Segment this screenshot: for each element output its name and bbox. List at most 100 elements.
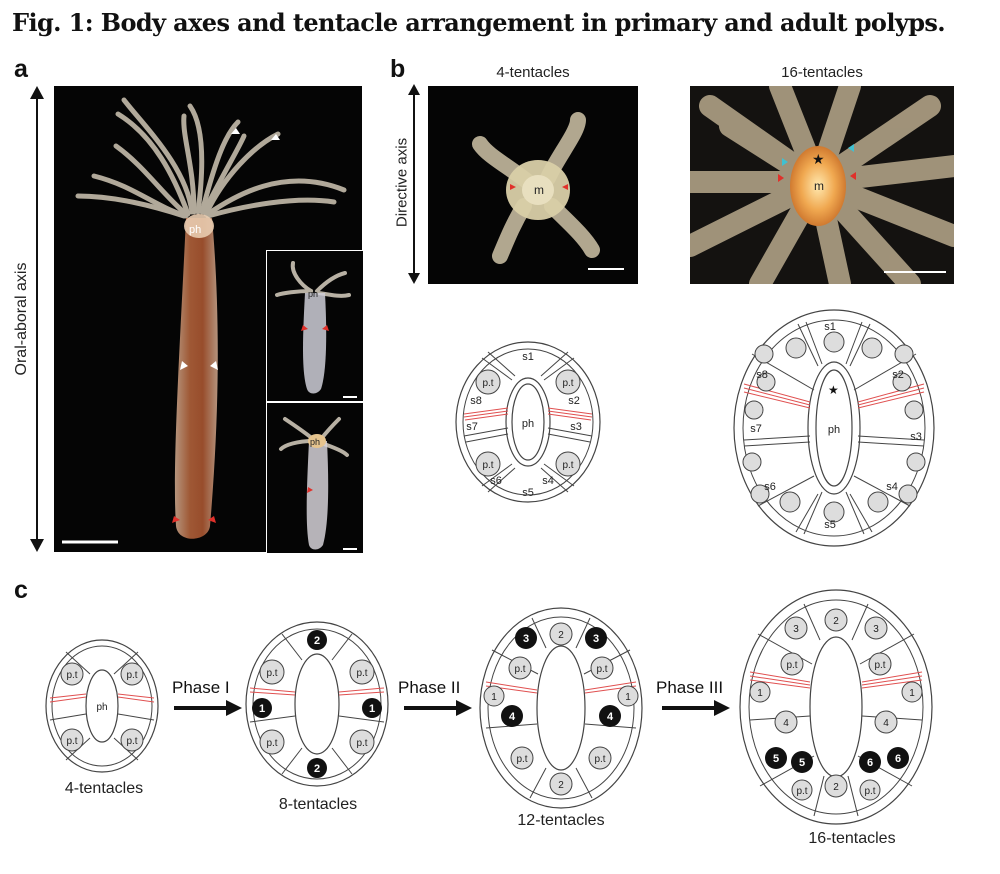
- tentacle-number-4: 4: [509, 711, 516, 723]
- primary-tentacle-label: p.t: [356, 668, 367, 679]
- tentacle-number-2: 2: [833, 616, 839, 627]
- segment-s6-16: s6: [764, 481, 776, 493]
- tentacle-number-5: 5: [799, 757, 805, 769]
- primary-tentacle-label: p.t: [596, 664, 607, 675]
- tentacle-number-1: 1: [909, 688, 915, 699]
- four-tentacle-photo: m: [428, 86, 638, 284]
- inset-top-pharynx-marker: ph: [308, 289, 318, 299]
- segment-s7-16: s7: [750, 423, 762, 435]
- panel-c-label: c: [14, 576, 28, 604]
- tentacle-number-4: 4: [607, 711, 614, 723]
- primary-tentacle-label: p.t: [482, 378, 493, 389]
- inset-primary-polyp-photo-bottom: ph: [266, 402, 364, 554]
- phase-3-label: Phase III: [656, 678, 724, 697]
- tentacle-number-3: 3: [593, 633, 599, 645]
- tentacle-number-1: 1: [369, 703, 375, 715]
- tentacle-number-3: 3: [523, 633, 529, 645]
- tentacle-number-2: 2: [314, 763, 320, 775]
- primary-tentacle-label: p.t: [562, 378, 573, 389]
- tentacle-number-1: 1: [491, 692, 497, 703]
- segment-s6: s6: [490, 475, 502, 487]
- photo-16-title: 16-tentacles: [781, 64, 863, 81]
- primary-tentacle-label: p.t: [594, 754, 605, 765]
- stage-4-tentacles-diagram: p.t p.t p.t p.t ph: [45, 639, 159, 773]
- segment-s2: s2: [568, 395, 580, 407]
- primary-tentacle-label: p.t: [786, 660, 797, 671]
- segment-s3: s3: [570, 421, 582, 433]
- inset-bottom-pharynx-marker: ph: [310, 437, 320, 447]
- figure-title: Fig. 1: Body axes and tentacle arrangeme…: [12, 8, 946, 37]
- segment-s5: s5: [522, 487, 534, 499]
- segment-s4-16: s4: [886, 481, 898, 493]
- segment-s2-16: s2: [892, 369, 904, 381]
- svg-text:★: ★: [812, 151, 825, 167]
- pharynx-label: ph: [522, 418, 534, 430]
- tentacle-number-3: 3: [793, 624, 799, 635]
- stage-16-tentacles-label: 16-tentacles: [808, 830, 896, 847]
- panel-a-label: a: [14, 55, 28, 83]
- tentacle-number-2: 2: [558, 630, 564, 641]
- stage-8-tentacles-label: 8-tentacles: [278, 796, 358, 813]
- segment-s3-16: s3: [910, 431, 922, 443]
- tentacle-number-6: 6: [895, 753, 901, 765]
- panel-b-label: b: [390, 55, 406, 83]
- tentacle-number-4: 4: [883, 718, 889, 729]
- directive-axis-arrow: [408, 84, 420, 284]
- pharynx-marker: ph: [189, 224, 201, 236]
- primary-tentacle-label: p.t: [796, 786, 807, 797]
- phase-2-arrow: [404, 700, 472, 716]
- tentacle-number-2: 2: [833, 782, 839, 793]
- phase-3-arrow: [662, 700, 730, 716]
- tentacle-number-1: 1: [625, 692, 631, 703]
- primary-tentacle-label: p.t: [482, 460, 493, 471]
- segment-s1-16: s1: [824, 321, 836, 333]
- segment-s8-16: s8: [756, 369, 768, 381]
- stage-12-tentacles-diagram: p.t p.t p.t p.t 2 2 1 1 3 3 4 4: [479, 607, 643, 809]
- photo-4-title: 4-tentacles: [496, 64, 570, 81]
- segment-s1: s1: [522, 351, 534, 363]
- tentacle-number-1: 1: [757, 688, 763, 699]
- primary-tentacle-label: p.t: [864, 786, 875, 797]
- mouth-marker: m: [534, 183, 544, 197]
- stage-12-tentacles-label: 12-tentacles: [517, 812, 605, 829]
- primary-tentacle-label: p.t: [516, 754, 527, 765]
- phase-1-arrow: [174, 700, 242, 716]
- directive-axis-label: Directive axis: [393, 137, 411, 228]
- oral-aboral-axis-label: Oral-aboral axis: [13, 262, 30, 376]
- primary-tentacle-label: p.t: [874, 660, 885, 671]
- phase-1-label: Phase I: [172, 678, 230, 697]
- svg-text:★: ★: [828, 383, 839, 397]
- cross-section-4-tentacle: p.t p.t p.t p.t ph s1 s2 s3 s4 s5 s6 s7 …: [455, 341, 601, 503]
- primary-tentacle-label: p.t: [562, 460, 573, 471]
- stage-4-tentacles-label: 4-tentacles: [64, 780, 144, 797]
- phase-2-label: Phase II: [398, 678, 461, 697]
- primary-tentacle-label: p.t: [356, 738, 367, 749]
- tentacle-number-4: 4: [783, 718, 789, 729]
- segment-s8: s8: [470, 395, 482, 407]
- inset-primary-polyp-photo-top: ph: [266, 250, 364, 402]
- segment-s5-16: s5: [824, 519, 836, 531]
- tentacle-number-6: 6: [867, 757, 873, 769]
- segment-s7: s7: [466, 421, 478, 433]
- cross-section-16-tentacle: ★ ph s1 s2 s3 s4 s5 s6 s7 s8: [733, 309, 935, 547]
- pharynx-label-16: ph: [828, 424, 840, 436]
- tentacle-number-2: 2: [558, 780, 564, 791]
- primary-tentacle-label: p.t: [126, 736, 137, 747]
- tentacle-number-3: 3: [873, 624, 879, 635]
- primary-tentacle-label: p.t: [266, 668, 277, 679]
- pharynx-label-c: ph: [96, 702, 107, 713]
- tentacle-number-2: 2: [314, 635, 320, 647]
- primary-tentacle-label: p.t: [266, 738, 277, 749]
- oral-aboral-axis-arrow: [30, 86, 44, 552]
- stage-8-tentacles-diagram: p.t p.t p.t p.t 2 2 1 1: [245, 621, 389, 787]
- mouth-marker-16: m: [814, 179, 824, 193]
- primary-tentacle-label: p.t: [66, 670, 77, 681]
- primary-tentacle-label: p.t: [514, 664, 525, 675]
- primary-tentacle-label: p.t: [66, 736, 77, 747]
- sixteen-tentacle-photo: ★ m: [690, 86, 954, 284]
- tentacle-number-1: 1: [259, 703, 265, 715]
- segment-s4: s4: [542, 475, 554, 487]
- stage-16-tentacles-diagram: 2 3 3 p.t p.t 1 1 4 4 p.t p.t 2 5 5 6 6: [739, 589, 933, 825]
- primary-tentacle-label: p.t: [126, 670, 137, 681]
- tentacle-number-5: 5: [773, 753, 779, 765]
